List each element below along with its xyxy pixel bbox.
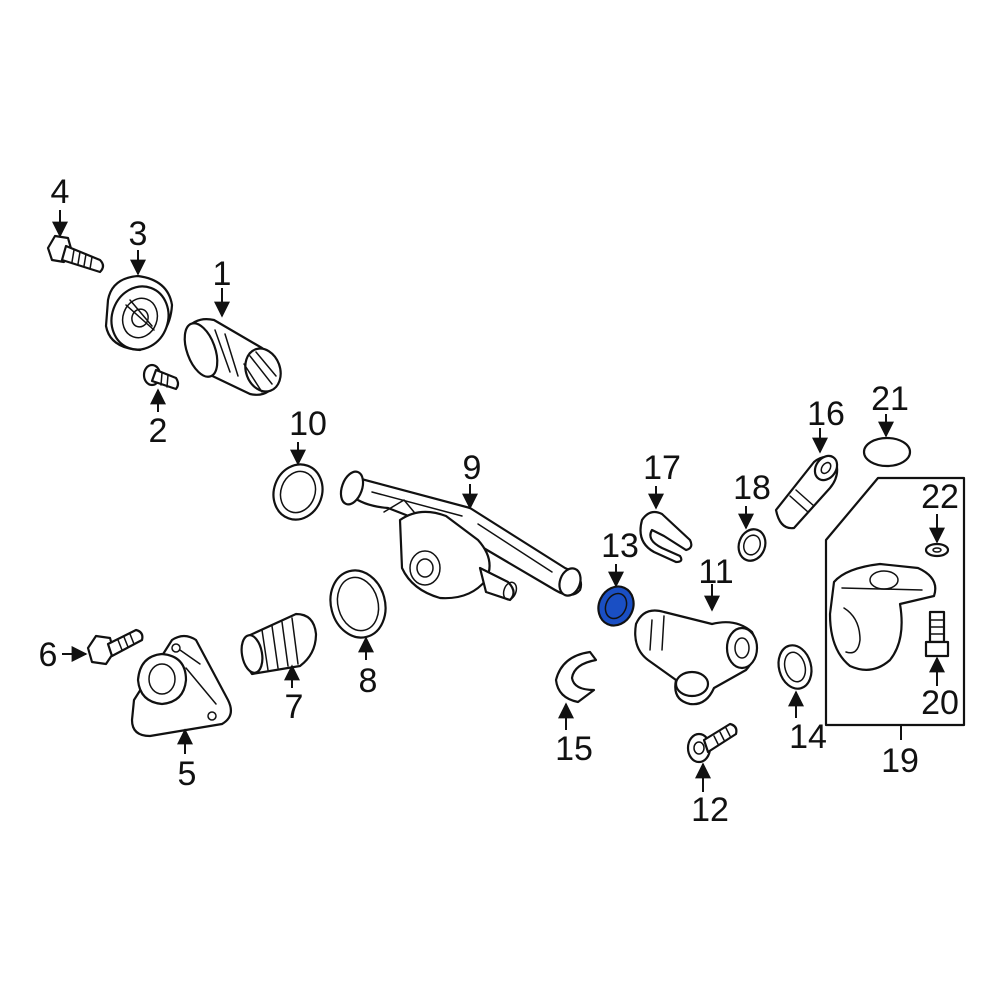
part-4-bolt[interactable] [46,234,105,274]
callout-6: 6 [39,636,58,674]
callout-10: 10 [289,405,327,443]
part-6-bolt[interactable] [86,628,144,666]
part-17-clip[interactable] [639,510,693,564]
highlighted-seal[interactable] [592,581,640,632]
callout-19: 19 [881,742,919,780]
callout-16: 16 [807,395,845,433]
part-19-flange[interactable] [828,562,937,671]
callout-18: 18 [733,469,771,507]
callout-20: 20 [921,684,959,722]
callout-8: 8 [359,662,378,700]
callout-7: 7 [285,688,304,726]
part-9-water-pipe[interactable] [337,469,584,602]
callout-13: 13 [601,527,639,565]
part-16-sensor[interactable] [774,452,842,530]
part-20-bolt[interactable] [924,610,950,658]
part-18-o-ring[interactable] [734,526,769,565]
part-11-outlet-housing[interactable] [634,609,759,706]
part-5-cover[interactable] [130,634,233,738]
part-12-bolt[interactable] [686,722,738,764]
callout-12: 12 [691,791,729,829]
leader-arrows [52,210,945,792]
callout-3: 3 [129,215,148,253]
callout-21: 21 [871,380,909,418]
part-1-thermostat[interactable] [178,318,286,397]
callout-17: 17 [643,449,681,487]
callout-14: 14 [789,718,827,756]
part-8-gasket[interactable] [323,564,393,644]
part-22-washer[interactable] [924,542,950,558]
part-10-o-ring[interactable] [266,457,330,526]
callout-15: 15 [555,730,593,768]
callout-4: 4 [51,173,70,211]
callout-1: 1 [213,255,232,293]
part-3-pulley[interactable] [103,274,178,358]
part-2-bolt[interactable] [142,363,180,391]
callout-9: 9 [463,449,482,487]
callout-2: 2 [149,412,168,450]
part-14-o-ring[interactable] [774,642,816,693]
part-7-filter[interactable] [239,612,318,676]
part-15-clip[interactable] [554,650,598,704]
callout-22: 22 [921,478,959,516]
part-21-o-ring[interactable] [862,436,912,468]
callout-11: 11 [698,553,733,591]
part-13-seal[interactable] [592,581,640,632]
callout-labels: 4 3 1 2 10 9 17 13 11 18 16 21 22 20 19 … [39,173,959,829]
callout-5: 5 [178,755,197,793]
